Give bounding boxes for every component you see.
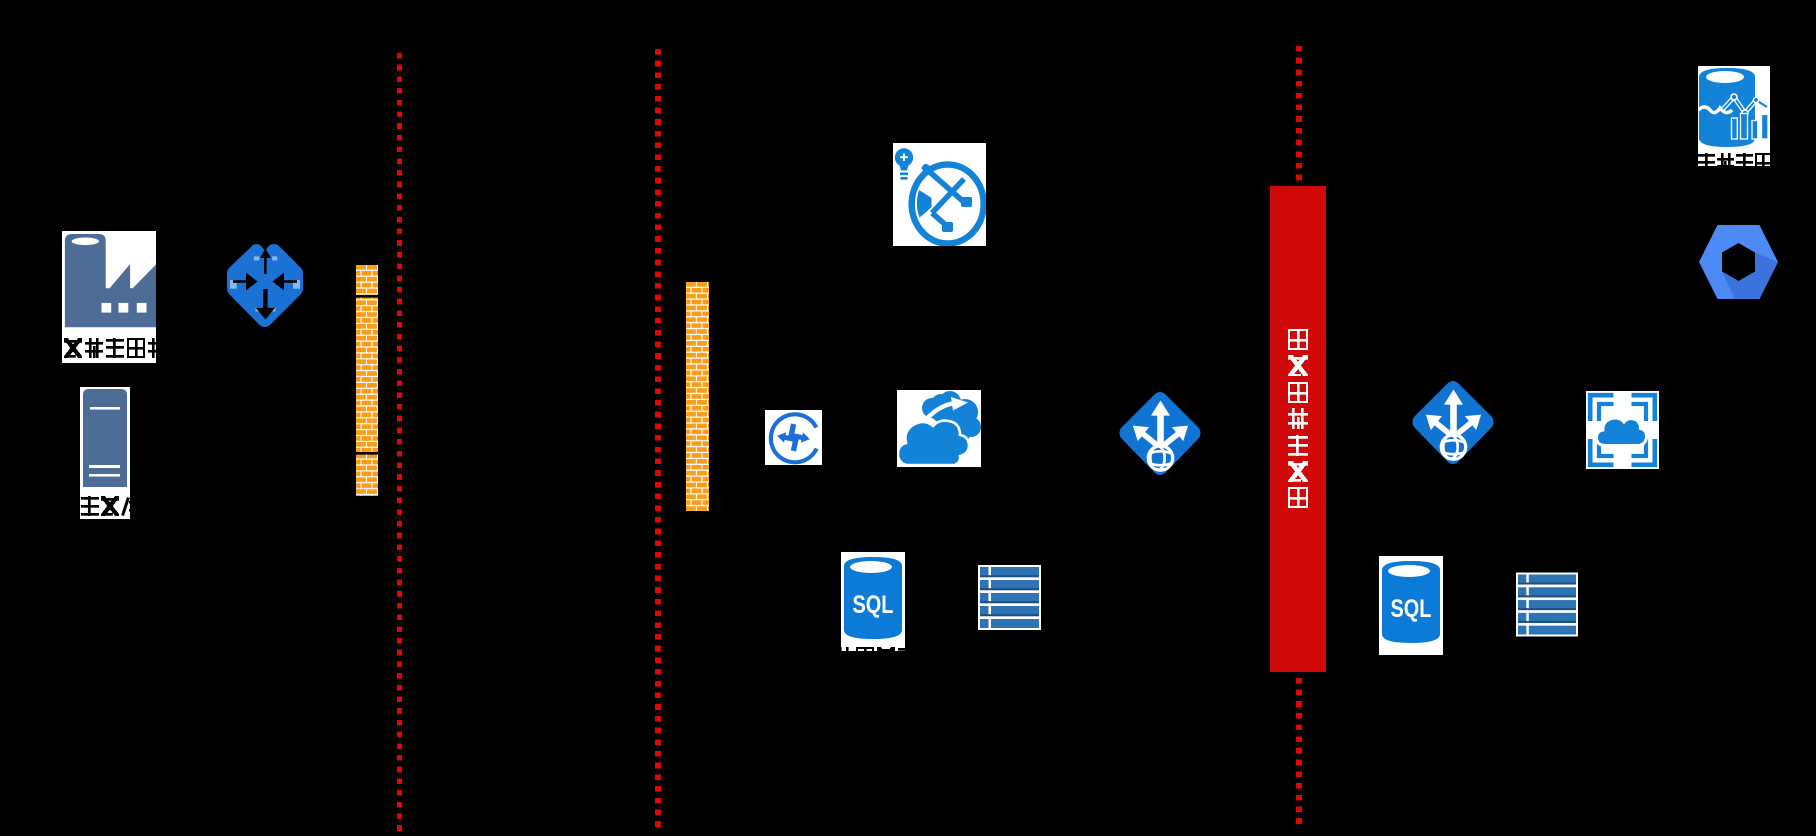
svg-text:SQL: SQL	[853, 591, 894, 619]
svg-text:SQL: SQL	[1391, 595, 1432, 623]
